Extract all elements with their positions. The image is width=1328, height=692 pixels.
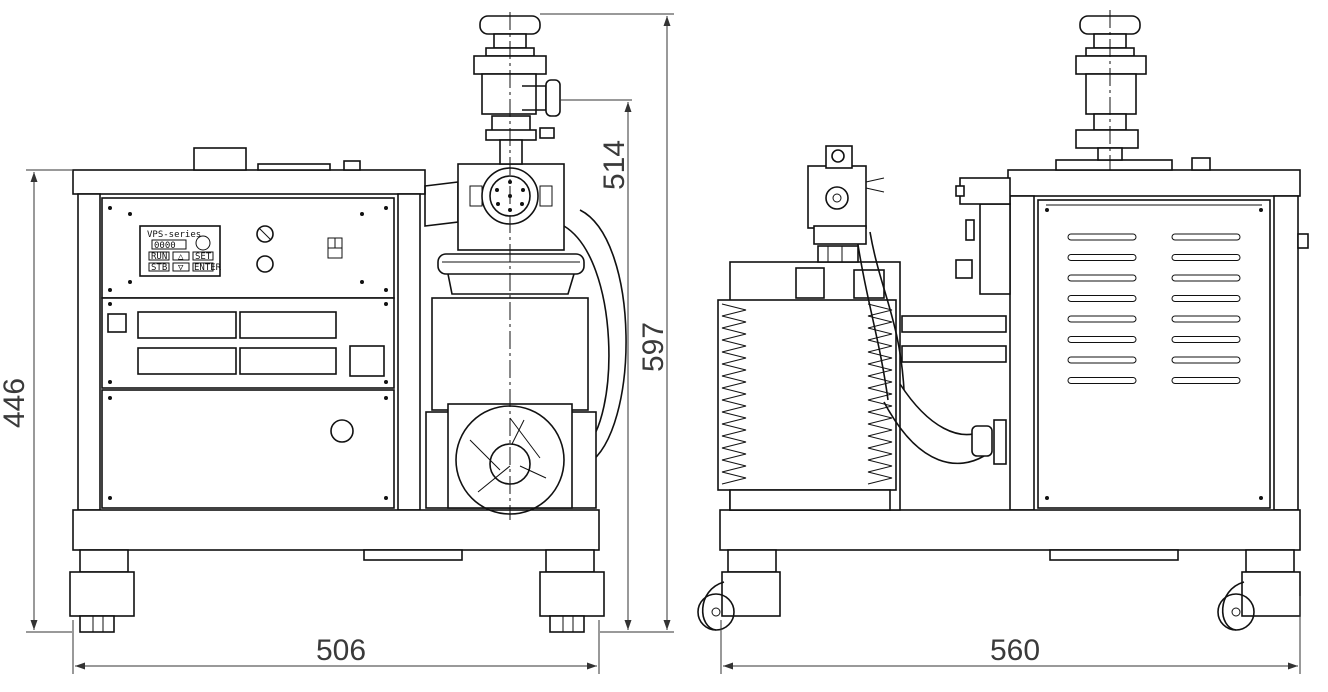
vent-slot (1171, 377, 1241, 384)
gauge-head (807, 145, 885, 263)
scroll-pump (717, 231, 1007, 511)
key-run[interactable] (148, 251, 170, 261)
dim-side-width: 560 (990, 634, 1040, 667)
vent-slot (1171, 336, 1241, 343)
svg-text:▽: ▽ (178, 263, 184, 273)
key-stb[interactable] (148, 262, 170, 272)
vent-slot (1171, 295, 1241, 302)
key-up[interactable] (172, 251, 190, 261)
side-view (697, 10, 1309, 631)
vent-slot (1067, 336, 1137, 343)
control-panel: VPS-series 0000 RUN △ SET STB ▽ ENTER (101, 197, 395, 299)
front-view: VPS-series 0000 RUN △ SET STB ▽ ENTER (69, 12, 627, 633)
side-valve (1075, 15, 1147, 161)
dim-valve-height: 514 (598, 140, 631, 190)
side-left-caster (697, 549, 781, 631)
front-left-foot (69, 549, 135, 633)
key-enter[interactable] (192, 262, 214, 272)
key-down[interactable] (172, 262, 190, 272)
dim-overall-height: 597 (637, 322, 670, 372)
vent-slot (1067, 274, 1137, 282)
vent-slot (1171, 233, 1241, 241)
front-valve (473, 15, 561, 165)
svg-text:STB: STB (151, 263, 167, 273)
dim-front-width: 506 (316, 634, 366, 667)
controller-lcd-readout: 0000 (154, 241, 176, 251)
vent-slot (1171, 274, 1241, 282)
vent-slot (1067, 356, 1137, 364)
bellows-zigzag (721, 303, 747, 485)
vent-slot (1171, 356, 1241, 364)
display-panel (101, 297, 395, 389)
front-right-foot (539, 549, 605, 633)
vent-slot (1067, 377, 1137, 384)
vent-slot (1067, 295, 1137, 302)
vent-slot (1171, 315, 1241, 323)
vent-slot (1067, 254, 1137, 261)
controller-series-label: VPS-series (147, 230, 201, 240)
svg-text:SET: SET (195, 252, 212, 262)
dimension-lines: 446 506 514 597 560 (0, 13, 1301, 674)
vent-slot (1067, 233, 1137, 241)
vented-side-panel (1037, 199, 1271, 509)
knob-icon (256, 255, 274, 273)
pump-module (424, 163, 627, 515)
side-right-caster (1217, 549, 1301, 631)
lower-panel (101, 389, 395, 509)
svg-text:RUN: RUN (151, 252, 167, 262)
svg-text:ENTER: ENTER (194, 263, 222, 273)
knob-icon (256, 225, 274, 243)
bellows-zigzag (867, 303, 893, 485)
key-set[interactable] (192, 251, 214, 261)
dim-front-frame-height: 446 (0, 378, 31, 428)
svg-text:△: △ (178, 252, 184, 262)
vent-slot (1067, 315, 1137, 323)
vent-slot (1171, 254, 1241, 261)
